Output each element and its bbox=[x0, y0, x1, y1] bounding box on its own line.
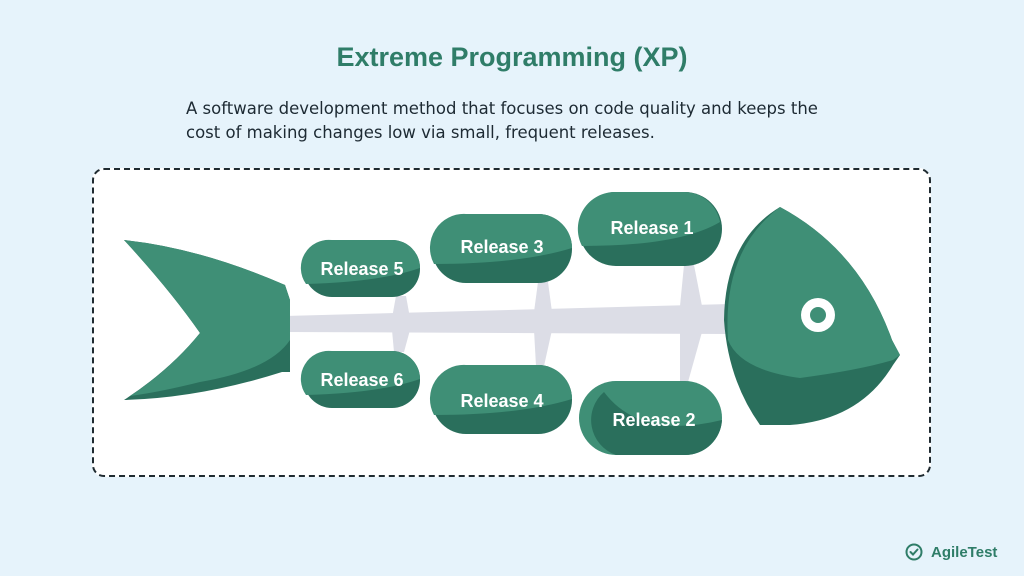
release-label: Release 5 bbox=[320, 259, 403, 279]
bone bbox=[392, 330, 410, 352]
release-pill-6: Release 6 bbox=[300, 350, 420, 408]
check-circle-icon bbox=[905, 543, 923, 561]
bone bbox=[680, 265, 702, 306]
fish-tail bbox=[124, 240, 290, 400]
bone bbox=[534, 282, 552, 312]
brand-name: AgileTest bbox=[931, 543, 998, 561]
fish-skeleton bbox=[285, 265, 730, 382]
bone bbox=[534, 330, 552, 366]
release-label: Release 6 bbox=[320, 370, 403, 390]
release-label: Release 3 bbox=[460, 237, 543, 257]
description: A software development method that focus… bbox=[186, 99, 818, 142]
page-title: Extreme Programming (XP) bbox=[336, 42, 688, 72]
fish-head bbox=[724, 207, 900, 425]
spine bbox=[285, 304, 730, 334]
release-label: Release 4 bbox=[460, 391, 543, 411]
release-pill-5: Release 5 bbox=[300, 239, 420, 297]
release-label: Release 2 bbox=[612, 410, 695, 430]
bone bbox=[680, 332, 702, 382]
release-pill-4: Release 4 bbox=[429, 364, 572, 434]
bone bbox=[392, 296, 410, 318]
release-pill-2: Release 2 bbox=[579, 381, 722, 456]
brand-logo: AgileTest bbox=[905, 543, 997, 561]
release-pill-1: Release 1 bbox=[577, 191, 722, 266]
release-label: Release 1 bbox=[610, 218, 693, 238]
release-pill-3: Release 3 bbox=[429, 213, 572, 283]
